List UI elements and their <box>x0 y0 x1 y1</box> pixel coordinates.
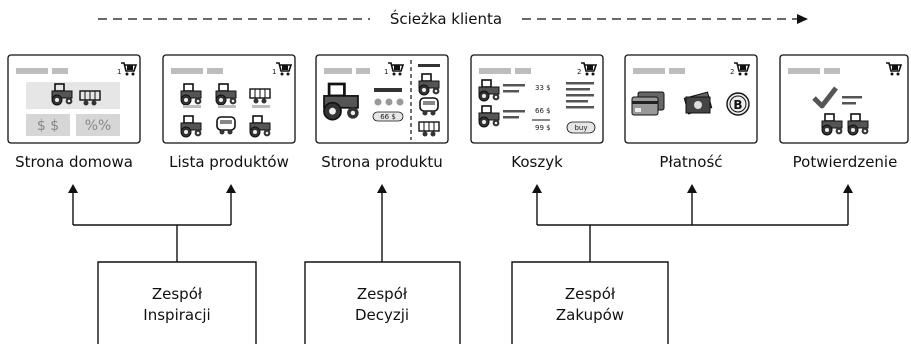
arrow-up-icon <box>68 184 78 193</box>
stage-caption-cart: Koszyk <box>511 153 563 171</box>
home-promo-text-1: $ $ <box>37 118 59 134</box>
product-price: 66 $ <box>380 113 396 121</box>
product-option-dot <box>374 98 382 106</box>
stage-caption-list: Lista produktów <box>169 153 289 171</box>
cart-summary-line <box>566 88 590 91</box>
stage-caption-product: Strona produktu <box>321 153 443 171</box>
team-inspiration-connector <box>72 191 232 262</box>
team-purchase-connector <box>536 191 849 262</box>
cart-summary-line <box>566 82 594 85</box>
product-option-dot <box>396 98 404 106</box>
cart-header-placeholder <box>479 68 511 74</box>
arrow-up-icon <box>226 184 236 193</box>
home-hero-panel <box>26 82 120 109</box>
confirm-line <box>842 102 856 105</box>
product-sidebar-title <box>418 64 440 67</box>
list-label-placeholder <box>218 105 236 108</box>
cart-header-placeholder-2 <box>515 68 531 74</box>
confirm-screen-frame <box>779 54 909 144</box>
cash-icon <box>683 91 713 115</box>
cart-item-line <box>503 116 519 119</box>
stage-caption-payment: Płatność <box>659 153 722 171</box>
cart-summary-line <box>566 94 594 97</box>
team-inspiration-line1: Zespół <box>152 285 203 303</box>
team-purchase-line1: Zespół <box>565 285 616 303</box>
confirm-header-placeholder <box>788 68 820 74</box>
list-label-placeholder <box>183 105 201 108</box>
cart-price-1: 33 $ <box>535 84 551 92</box>
product-title-placeholder <box>374 88 402 92</box>
product-header-placeholder <box>324 68 352 74</box>
arrow-up-icon <box>687 184 697 193</box>
list-label-placeholder <box>252 105 270 108</box>
cart-item-line <box>503 84 525 87</box>
cart-screen-frame <box>470 54 604 144</box>
bitcoin-icon: B <box>726 92 750 116</box>
team-purchase-line2: Zakupów <box>556 306 624 324</box>
home-promo-tile-2 <box>76 114 120 136</box>
team-box-purchase: Zespół Zakupów <box>511 261 669 344</box>
stage-caption-home: Strona domowa <box>15 153 133 171</box>
arrow-up-icon <box>377 184 387 193</box>
product-header-placeholder-2 <box>356 68 370 74</box>
stage-caption-confirm: Potwierdzenie <box>793 153 898 171</box>
product-price-button[interactable] <box>372 111 404 122</box>
team-decision-line2: Decyzji <box>355 306 409 324</box>
team-decision-line1: Zespół <box>357 285 408 303</box>
product-cart-count: 1 <box>384 68 388 76</box>
confirm-header-placeholder-2 <box>824 68 840 74</box>
product-option-dot <box>385 98 393 106</box>
home-cart-count: 1 <box>117 68 121 76</box>
cart-cart-count: 2 <box>577 68 581 76</box>
arrow-up-icon <box>843 184 853 193</box>
home-header-placeholder-2 <box>52 68 68 74</box>
team-inspiration-line2: Inspiracji <box>143 306 210 324</box>
buy-button-label: buy <box>574 124 587 132</box>
journey-arrow-head-icon <box>797 14 808 24</box>
cart-summary-line <box>566 106 594 109</box>
cart-summary-line <box>566 100 588 103</box>
cart-item-line <box>503 110 525 113</box>
stage-confirm <box>779 54 909 144</box>
stage-cart: 2 33 $ 66 $ 99 $ buy <box>470 54 604 144</box>
stage-payment: 2 B <box>624 54 758 144</box>
svg-text:B: B <box>733 98 742 112</box>
home-promo-tile-1 <box>26 114 70 136</box>
journey-arrow <box>98 14 808 24</box>
credit-card-icon <box>631 91 665 116</box>
arrow-up-icon <box>532 184 542 193</box>
payment-cart-count: 2 <box>730 68 734 76</box>
home-promo-text-2: %% <box>85 118 112 134</box>
checkmark-icon <box>812 86 838 109</box>
team-box-decision: Zespół Decyzji <box>304 261 461 344</box>
buy-button[interactable] <box>566 121 596 134</box>
journey-label: Ścieżka klienta <box>390 9 502 28</box>
list-cart-count: 1 <box>272 68 276 76</box>
confirm-line <box>842 96 862 99</box>
list-header-placeholder <box>171 68 203 74</box>
payment-header-placeholder-2 <box>669 68 685 74</box>
stage-list: 1 <box>162 54 296 144</box>
product-screen-frame <box>315 54 449 144</box>
cart-price-2: 66 $ <box>535 107 551 115</box>
team-box-inspiration: Zespół Inspiracji <box>97 261 257 344</box>
stage-product: 1 66 $ <box>315 54 449 144</box>
stage-home: 1 $ $ %% <box>7 54 141 144</box>
payment-header-placeholder <box>633 68 665 74</box>
cart-item-line <box>503 90 519 93</box>
home-header-placeholder <box>16 68 48 74</box>
list-header-placeholder-2 <box>207 68 223 74</box>
cart-price-total: 99 $ <box>535 124 551 132</box>
